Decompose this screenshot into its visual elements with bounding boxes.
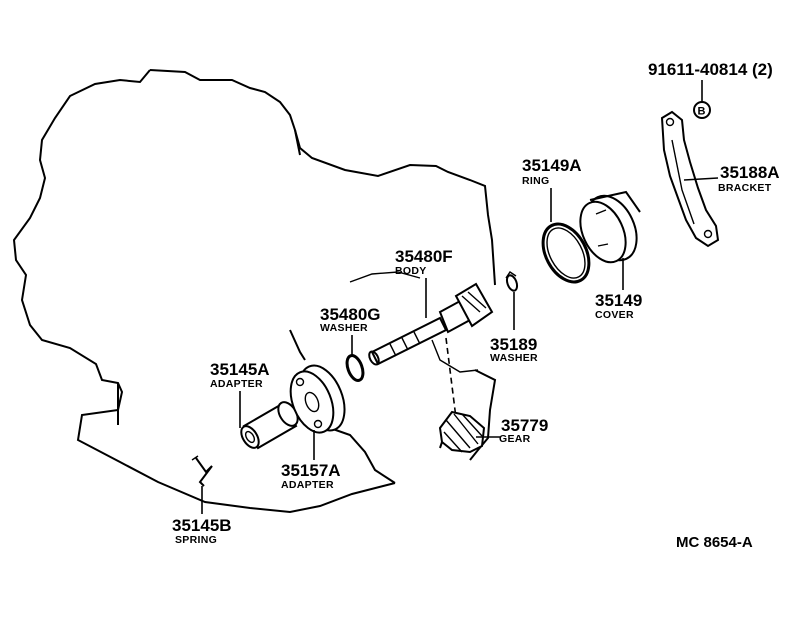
spring-part-name: SPRING xyxy=(175,534,217,546)
body-part: 35480F BODY xyxy=(368,247,494,366)
washer-189-part-number: 35189 xyxy=(490,335,537,354)
ring-part: 35149A RING xyxy=(522,156,591,284)
washer-189-part: 35189 WASHER xyxy=(490,271,538,364)
washer-g-part: 35480G WASHER xyxy=(320,305,381,382)
cover-part-number: 35149 xyxy=(595,291,642,310)
gear-part-name: GEAR xyxy=(499,433,531,445)
bolt-part-number: 91611-40814 (2) xyxy=(648,60,773,79)
gear-part-number: 35779 xyxy=(501,416,548,435)
washer-189-part-name: WASHER xyxy=(490,352,538,364)
adapter-157-part-name: ADAPTER xyxy=(281,479,334,491)
adapter-a-part: 35145A ADAPTER xyxy=(210,360,299,450)
body-part-number: 35480F xyxy=(395,247,453,266)
ring-part-number: 35149A xyxy=(522,156,582,175)
washer-g-part-name: WASHER xyxy=(320,322,368,334)
adapter-a-part-number: 35145A xyxy=(210,360,270,379)
bolt-callout-letter: B xyxy=(698,106,706,118)
adapter-157-part: 35157A ADAPTER xyxy=(281,364,346,491)
spring-part: 35145B SPRING xyxy=(172,455,232,546)
gear-part: 35779 GEAR xyxy=(438,337,548,454)
diagram-code: MC 8654-A xyxy=(676,534,753,551)
adapter-a-part-name: ADAPTER xyxy=(210,378,263,390)
bolt-callout: 91611-40814 (2) B xyxy=(648,60,773,119)
washer-g-part-number: 35480G xyxy=(320,305,381,324)
bracket-part: 35188A BRACKET xyxy=(660,110,780,248)
adapter-157-part-number: 35157A xyxy=(281,461,341,480)
body-part-name: BODY xyxy=(395,265,427,277)
ring-part-name: RING xyxy=(522,175,549,187)
transmission-housing-outline xyxy=(12,69,497,514)
cover-part-name: COVER xyxy=(595,309,634,321)
bracket-part-name: BRACKET xyxy=(718,182,772,194)
cover-part: 35149 COVER xyxy=(579,190,642,321)
bolt-callout-circle-icon xyxy=(693,101,711,119)
spring-part-number: 35145B xyxy=(172,516,232,535)
bracket-part-number: 35188A xyxy=(720,163,780,182)
